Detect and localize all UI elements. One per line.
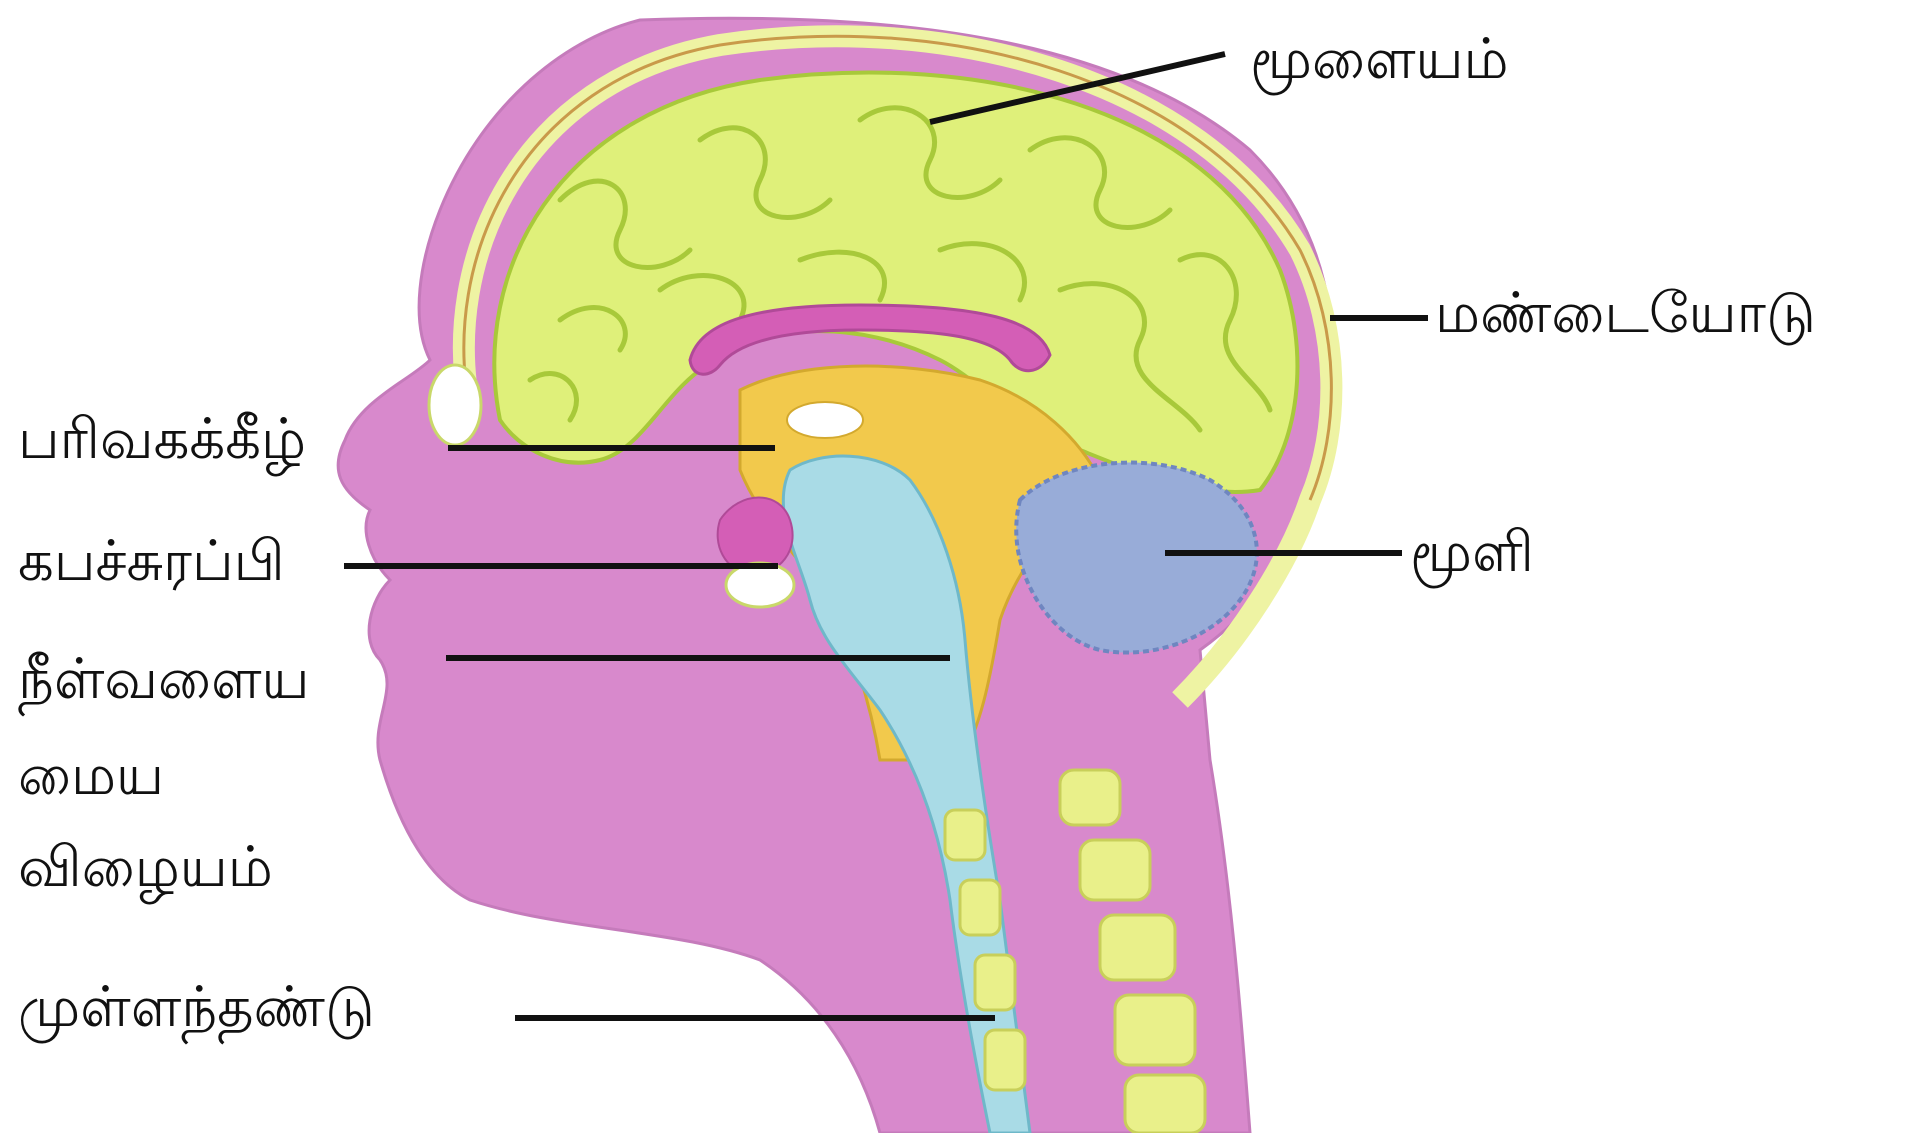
label-cerebellum: மூளி xyxy=(1410,525,1534,581)
label-pituitary: கபச்சுரப்பி xyxy=(18,534,285,590)
label-medulla-line1: நீள்வளைய xyxy=(18,652,310,708)
sinus-spot-upper xyxy=(429,365,481,445)
label-hypothalamus: பரிவகக்கீழ் xyxy=(18,412,306,468)
label-medulla-line2: மைய xyxy=(18,748,164,804)
hypothalamus-spot xyxy=(787,402,863,438)
label-skull: மண்டையோடு xyxy=(1435,286,1816,342)
label-spinal-cord: முள்ளந்தண்டு xyxy=(18,980,375,1036)
label-medulla-line3: விழையம் xyxy=(18,840,273,896)
label-cerebrum: மூளையம் xyxy=(1250,32,1509,88)
sinus-spot-lower xyxy=(726,563,794,607)
